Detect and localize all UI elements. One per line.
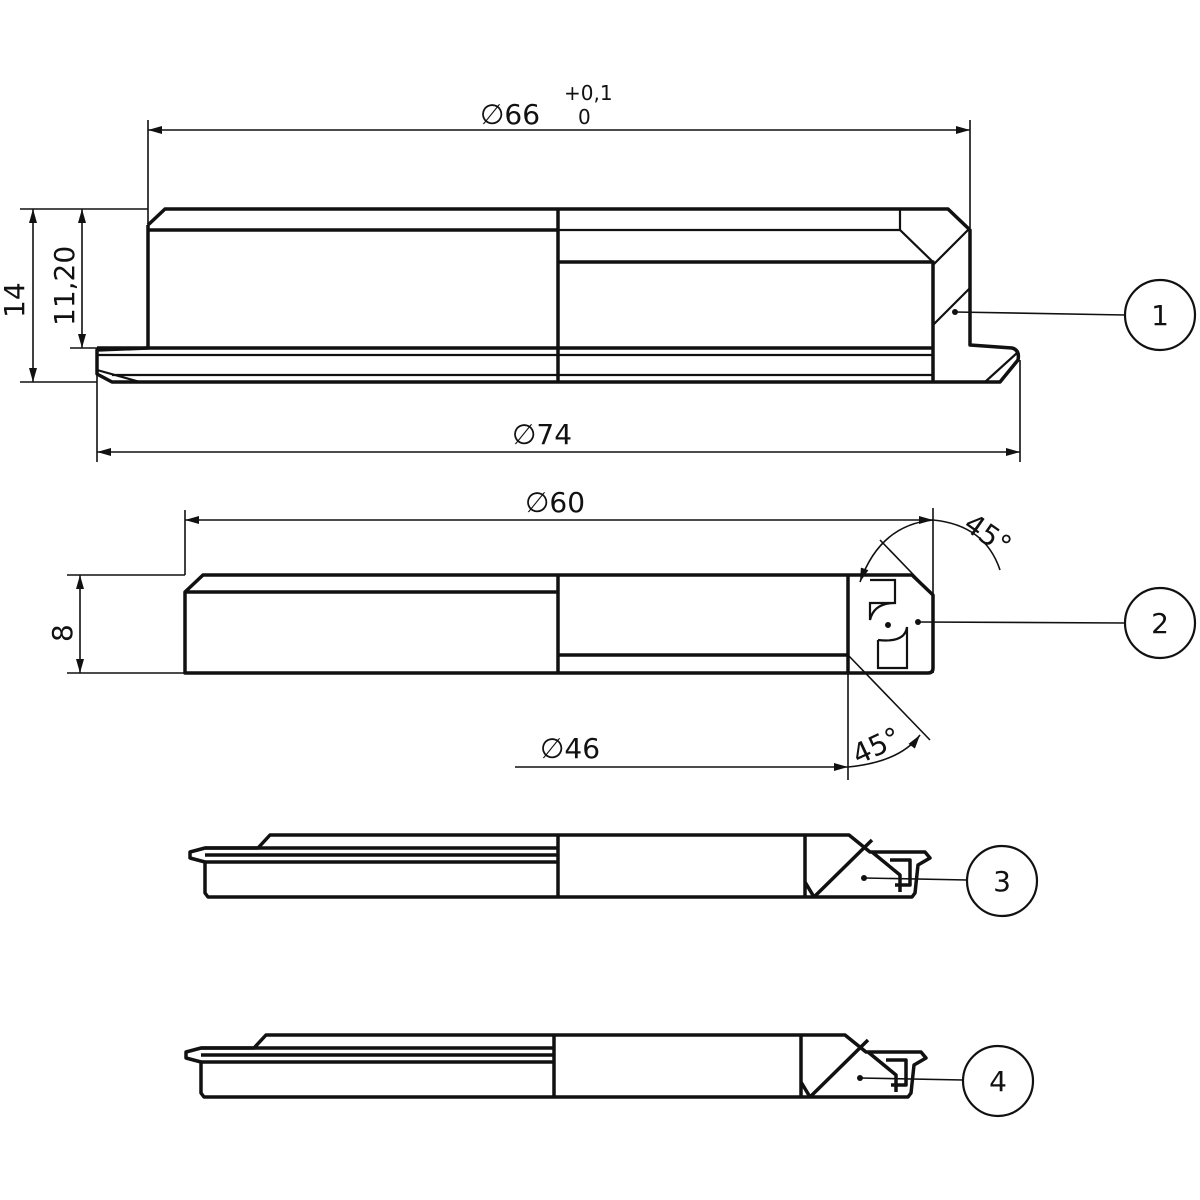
part-3-outline xyxy=(188,833,932,899)
callout-2-label: 2 xyxy=(1151,607,1169,640)
dim-h14-value: 14 xyxy=(0,282,31,318)
svg-text:∅74: ∅74 xyxy=(512,418,572,451)
dim-d66: ∅66 +0,1 0 xyxy=(147,81,971,228)
dim-h11-20-value: 11,20 xyxy=(48,246,81,326)
dim-d74: ∅74 xyxy=(96,350,1021,462)
svg-text:∅46: ∅46 xyxy=(540,732,600,765)
callout-1-label: 1 xyxy=(1151,299,1169,332)
callout-4: 4 xyxy=(859,1044,1035,1118)
dim-d66-tol-lower: 0 xyxy=(578,105,591,129)
dim-d74-value: 74 xyxy=(536,418,572,451)
svg-text:∅66: ∅66 xyxy=(480,98,540,131)
diameter-symbol: ∅ xyxy=(525,486,549,519)
dim-h14: 14 11,20 xyxy=(0,208,148,383)
callout-2: 2 xyxy=(915,586,1197,660)
part-1-outline xyxy=(95,207,1021,384)
diameter-symbol: ∅ xyxy=(480,98,504,131)
dim-d66-tol-upper: +0,1 xyxy=(564,81,613,105)
dim-d66-value: 66 xyxy=(504,98,540,131)
dim-h8: 8 xyxy=(46,574,185,674)
dim-h8-value: 8 xyxy=(46,624,79,642)
part-4-outline xyxy=(184,1033,928,1099)
callout-3-label: 3 xyxy=(993,865,1011,898)
angle-bottom-value: 45° xyxy=(847,720,906,771)
diameter-symbol: ∅ xyxy=(512,418,536,451)
callout-3: 3 xyxy=(863,844,1039,918)
dim-d46-value: 46 xyxy=(564,732,600,765)
diameter-symbol: ∅ xyxy=(540,732,564,765)
callout-1: 1 xyxy=(952,278,1197,352)
dim-d60-value: 60 xyxy=(549,486,585,519)
svg-text:∅60: ∅60 xyxy=(525,486,585,519)
angle-top-value: 45° xyxy=(958,507,1018,563)
callout-4-label: 4 xyxy=(989,1065,1007,1098)
